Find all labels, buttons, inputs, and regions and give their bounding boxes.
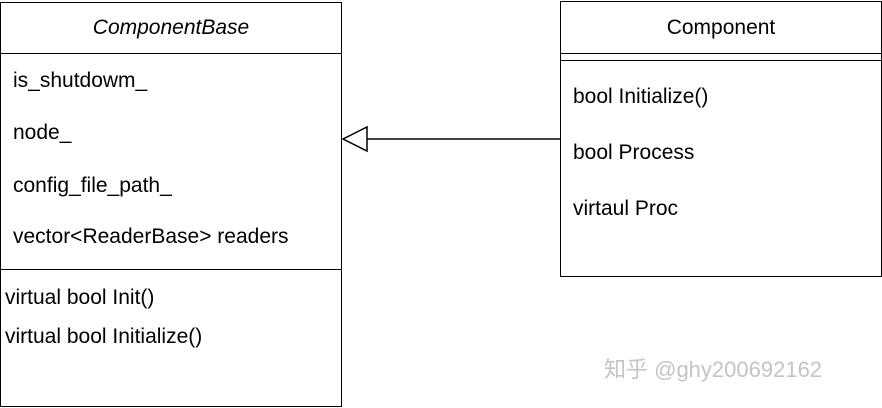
class-name-component-base: ComponentBase [1, 3, 341, 54]
attribute-item: is_shutdowm_ [13, 69, 148, 92]
operation-item: bool Process [573, 141, 695, 164]
attribute-item: config_file_path_ [13, 174, 172, 197]
class-component-base: ComponentBase is_shutdowm_ node_ config_… [0, 2, 342, 407]
attribute-item: vector<ReaderBase> readers [13, 225, 289, 248]
class-name-component: Component [561, 2, 881, 54]
inheritance-arrowhead-icon [341, 125, 368, 153]
attribute-compartment: is_shutdowm_ node_ config_file_path_ vec… [1, 54, 341, 270]
operation-item: virtaul Proc [573, 197, 679, 220]
operation-item: virtual bool Init() [5, 286, 155, 309]
class-component: Component bool Initialize() bool Process… [560, 1, 882, 277]
attribute-item: node_ [13, 121, 72, 144]
operation-item: virtual bool Initialize() [5, 325, 203, 348]
empty-attribute-compartment [561, 54, 881, 61]
watermark: 知乎 @ghy200692162 [604, 357, 823, 382]
operation-item: bool Initialize() [573, 85, 709, 108]
